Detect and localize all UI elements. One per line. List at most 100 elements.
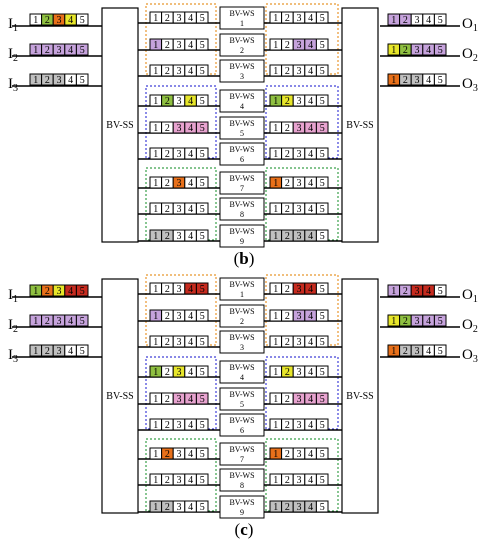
slot-number: 3	[297, 123, 302, 134]
bv-ws-label: BV-WS	[229, 145, 254, 154]
slot-number: 5	[320, 311, 325, 322]
panel-caption: (b)	[234, 249, 255, 268]
slot-number: 4	[308, 367, 313, 378]
slot-number: 2	[285, 40, 290, 51]
bv-ws-number: 5	[240, 400, 244, 409]
bv-ws-number: 5	[240, 129, 244, 138]
bv-ws-number: 9	[240, 237, 244, 246]
label-subscript: 1	[13, 294, 18, 305]
slot-number: 5	[320, 40, 325, 51]
slot-number: 3	[297, 394, 302, 405]
slot-number: 4	[188, 475, 193, 486]
slot-number: 3	[297, 311, 302, 322]
frequency-slot	[195, 147, 209, 160]
slot-number: 5	[200, 337, 205, 348]
slot-number: 3	[57, 15, 62, 26]
bv-ws-number: 8	[240, 481, 244, 490]
bv-ws-box: BV-WS7	[219, 171, 265, 195]
slot-number: 3	[177, 367, 182, 378]
slot-number: 4	[308, 66, 313, 77]
slot-number: 4	[426, 45, 431, 56]
slot-number: 2	[285, 96, 290, 107]
slot-number: 1	[33, 15, 38, 26]
slot-number: 2	[45, 286, 50, 297]
slot-number: 4	[68, 45, 73, 56]
bv-ws-number: 1	[240, 19, 244, 28]
slot-number: 1	[273, 231, 278, 242]
slot-number: 4	[308, 13, 313, 24]
slot-number: 5	[438, 316, 443, 327]
frequency-slot	[433, 344, 447, 357]
slot-number: 3	[177, 178, 182, 189]
frequency-slot	[315, 94, 329, 107]
frequency-slot	[195, 335, 209, 348]
slot-number: 3	[415, 75, 420, 86]
slot-number: 1	[33, 346, 38, 357]
slot-number: 2	[165, 178, 170, 189]
bv-ws-frame	[219, 360, 265, 384]
label-letter: I	[8, 16, 13, 32]
bv-ws-number: 4	[240, 373, 244, 382]
frequency-slot	[195, 64, 209, 77]
slot-number: 4	[188, 13, 193, 24]
slot-number: 1	[273, 13, 278, 24]
slot-number: 3	[297, 178, 302, 189]
slot-number: 1	[153, 66, 158, 77]
slot-number: 1	[153, 337, 158, 348]
bv-ws-number: 6	[240, 155, 244, 164]
slot-number: 1	[273, 367, 278, 378]
slot-number: 4	[308, 394, 313, 405]
slot-number: 4	[308, 149, 313, 160]
slot-number: 5	[200, 449, 205, 460]
slot-number: 3	[297, 449, 302, 460]
slot-number: 4	[68, 15, 73, 26]
bv-ws-frame	[219, 171, 265, 195]
slot-number: 3	[415, 316, 420, 327]
slot-number: 2	[403, 45, 408, 56]
slot-number: 3	[415, 15, 420, 26]
slot-number: 3	[415, 286, 420, 297]
frequency-slot	[315, 11, 329, 24]
slot-number: 1	[273, 66, 278, 77]
slot-number: 1	[33, 286, 38, 297]
slot-number: 3	[297, 284, 302, 295]
slot-number: 1	[33, 45, 38, 56]
label-subscript: 3	[13, 354, 18, 365]
slot-number: 3	[57, 316, 62, 327]
frequency-slot	[433, 43, 447, 56]
slot-number: 4	[308, 337, 313, 348]
frequency-slot	[315, 365, 329, 378]
slot-number: 3	[57, 286, 62, 297]
slot-number: 4	[308, 231, 313, 242]
input-label-3: I3	[8, 347, 18, 365]
label-subscript: 2	[13, 324, 18, 335]
bv-ws-box: BV-WS3	[219, 330, 265, 354]
label-subscript: 2	[13, 53, 18, 64]
slot-number: 2	[285, 13, 290, 24]
slot-number: 4	[188, 449, 193, 460]
slot-number: 1	[273, 337, 278, 348]
slot-number: 4	[188, 123, 193, 134]
slot-number: 2	[285, 394, 290, 405]
bv-ws-label: BV-WS	[229, 200, 254, 209]
slot-number: 2	[45, 346, 50, 357]
bv-ws-box: BV-WS8	[219, 197, 265, 221]
frequency-slot	[315, 229, 329, 242]
frequency-slot	[195, 309, 209, 322]
right-bv-ss-box	[341, 278, 379, 514]
